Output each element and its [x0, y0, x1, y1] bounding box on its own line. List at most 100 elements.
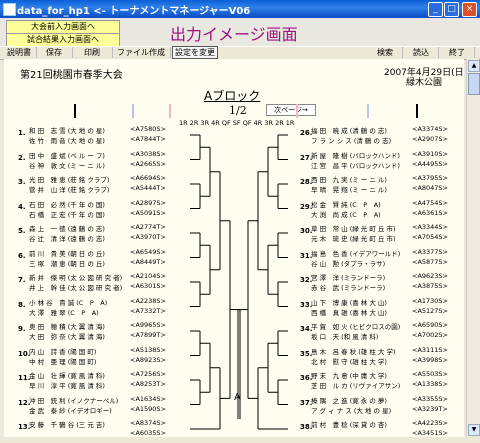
player-1-code: <A5503S>: [412, 370, 449, 378]
tournament-name: 第21回桃園市春季大会: [20, 70, 123, 81]
player-2: [29, 429, 129, 437]
app-icon: [3, 3, 16, 16]
bracket-entry: 31.福 島 色 香 (イデアワールド)<A3377S>谷 山 勲 (タプラ・ラ…: [300, 248, 460, 268]
player-1-code: <A3038S>: [130, 149, 167, 158]
entry-number: 3.: [18, 178, 26, 186]
player-2-code: <A6301S>: [130, 282, 167, 290]
entry-number: 33.: [300, 300, 313, 309]
pre-event-input-button[interactable]: 大会前入力画面へ: [6, 20, 120, 34]
bracket-entry: 36.野 末 九 意 (中 庸 大 学)<A5503S>芝 田 ル カ (リヴァ…: [300, 370, 460, 390]
create-file-button[interactable]: ファイル作成: [112, 47, 171, 58]
player-2: 江 宮 昌 平 (バロックハンド): [311, 161, 400, 169]
toolbar: 説明書 保存 印刷 ファイル作成 設定を変更 検索 読込 終了: [0, 46, 480, 60]
bracket-entry: 38.前 村 豊 稔 (深 貸 の 杏)<A4223S><A3451S>: [300, 419, 460, 437]
player-2-code: <A1590S>: [130, 404, 167, 413]
player-1-code: <A3795S>: [412, 174, 449, 182]
player-1: 石 田 必 然 (千 年 の 国): [29, 200, 105, 208]
minimize-button[interactable]: _: [428, 2, 443, 17]
player-2: 元 木 琉 史 (緑 光 町 丘 市): [311, 235, 396, 242]
player-1-code: <A2897S>: [130, 198, 167, 207]
vertical-scrollbar[interactable]: ▲ ▼: [466, 59, 480, 437]
player-2: 芝 田 ル カ (リヴァイアサン): [311, 382, 401, 389]
seed-marker: [169, 104, 171, 118]
player-2: 大 渕 尚 成 (C P A): [311, 210, 381, 218]
player-1-code: <A1634S>: [130, 394, 167, 403]
bracket-lines: [190, 134, 288, 430]
entry-number: 34.: [300, 325, 313, 333]
player-1: 平 賀 如 火 (ヒビクロスの園): [311, 323, 401, 330]
entry-number: 32.: [300, 276, 313, 284]
bracket-entry: 2.田 中 盛 斌 (ベ ル ー フ)<A3038S>谷 神 敦 文 (ミ ー …: [18, 150, 178, 170]
entry-number: 12.: [18, 398, 31, 407]
player-1: 金 山 壮 輝 (寛 風 清 科): [29, 372, 105, 379]
player-2: 北 村 慰 守 (雄 柱 大 学): [311, 357, 387, 365]
player-2: 西 橋 真 雄 (喜 林 大 山): [311, 308, 387, 316]
player-2-code: <A3239T>: [412, 404, 448, 413]
save-button[interactable]: 保存: [36, 47, 73, 58]
bracket-entry: 33.山 下 博 康 (喜 林 大 山)<A1730S>西 橋 真 雄 (喜 林…: [300, 297, 460, 317]
bracket-sheet: 第21回桃園市春季大会 2007年4月29日(日) 緑木公園 Aブロック 1/2…: [4, 59, 464, 437]
player-1-code: <A2238S>: [130, 296, 167, 305]
player-2-code: <A5127S>: [412, 306, 449, 315]
player-2: 早 川 淳 平 (寛 風 清 科): [29, 382, 105, 389]
scroll-down-arrow[interactable]: ▼: [468, 424, 480, 436]
entry-number: 5.: [18, 227, 26, 235]
entry-number: 38.: [300, 423, 313, 431]
player-2-code: <A8047S>: [412, 184, 449, 192]
player-2-code: <A3451S>: [412, 429, 449, 437]
player-1: 内 山 詩 香 (陽 国 町): [29, 347, 97, 355]
player-1-code: <A6549S>: [130, 247, 167, 256]
print-button[interactable]: 印刷: [72, 47, 113, 58]
bracket-entry: 27.新 屋 隆 樹 (バロックハンド)<A3910S>江 宮 昌 平 (バロッ…: [300, 150, 460, 170]
load-button[interactable]: 読込: [404, 47, 439, 58]
player-2: 谷 神 敦 文 (ミ ー ニ ル): [29, 161, 105, 169]
search-button[interactable]: 検索: [368, 47, 403, 58]
bracket-entry: 13.安 藤 千 鶴 谷 (三 元 吉)<A8374S><A6035S>: [18, 419, 178, 437]
player-2-code: <A1338S>: [412, 380, 449, 388]
bracket-entry: 30.草 田 常 山 (緑 光 町 丘 市)<A3344S>元 木 琉 史 (緑…: [300, 223, 460, 243]
close-button[interactable]: ×: [462, 2, 477, 17]
entry-number: 28.: [300, 178, 313, 186]
entry-number: 6.: [18, 251, 26, 260]
player-1: 福 島 色 香 (イデアワールド): [311, 249, 401, 257]
player-2: フ ラ ン シ ス (清 鶴 の 志): [311, 137, 392, 144]
player-2-code: <A7844T>: [130, 135, 166, 143]
entry-number: 8.: [18, 300, 26, 309]
player-2: 大 田 弥 奈 (大 翼 清 海): [29, 333, 105, 340]
player-1: 新 井 傑 明 (太 公 図 研 究 者): [29, 274, 123, 281]
player-1-code: <A2774T>: [130, 223, 166, 231]
player-2-code: <A3970T>: [130, 233, 166, 241]
seed-marker: [367, 104, 369, 118]
next-page-button[interactable]: 次ページ→: [266, 104, 316, 116]
player-2: [311, 429, 411, 437]
bracket-entry: 29.松 金 賢 純 (C P A)<A4754S>大 渕 尚 成 (C P A…: [300, 199, 460, 219]
player-1: 森 上 一 徳 (遠 鶴 の 志): [29, 225, 105, 232]
player-2-code: <A6361S>: [412, 208, 449, 217]
player-2-code: <A7054S>: [412, 233, 449, 241]
bracket-entry: 34.平 賀 如 火 (ヒビクロスの園)<A6590S>坂 口 天 (和 風 清…: [300, 321, 460, 341]
page-title: 出力イメージ画面: [170, 25, 298, 44]
scroll-up-arrow[interactable]: ▲: [468, 60, 480, 72]
player-2: 中 村 亜 理 (陽 国 町): [29, 357, 97, 365]
scroll-thumb[interactable]: [468, 73, 480, 95]
player-1: 沖 田 銃 利 (イノクナーペル): [29, 396, 119, 404]
seed-marker: [74, 104, 76, 118]
entry-number: 2.: [18, 153, 26, 162]
player-2-code: <A8253T>: [130, 380, 166, 388]
player-2: 赤 谷 武 (ミランドーラ): [311, 284, 386, 291]
entry-number: 29.: [300, 202, 313, 211]
bracket-entry: 5.森 上 一 徳 (遠 鶴 の 志)<A2774T>谷 辻 清 洋 (遠 鶴 …: [18, 223, 178, 243]
player-1-code: <A7580S>: [130, 125, 167, 133]
manual-button[interactable]: 説明書: [2, 47, 37, 58]
player-2: 金 武 泰 紗 (イデオロギー): [29, 406, 112, 414]
maximize-button[interactable]: □: [444, 2, 459, 17]
player-1-code: <A6694S>: [130, 174, 167, 182]
exit-button[interactable]: 終了: [440, 47, 475, 58]
change-settings-button[interactable]: 設定を変更: [172, 46, 218, 59]
bracket-entry: 32.宮 澤 洋 (ミランドーラ)<A9623S>赤 谷 武 (ミランドーラ)<…: [300, 272, 460, 292]
player-1-code: <A3374S>: [412, 125, 449, 133]
player-2-code: <A8449T>: [130, 257, 166, 266]
player-2: 石 橋 正 宏 (千 年 の 国): [29, 210, 105, 218]
bracket-entry: 9.奥 田 穂 積 (大 翼 清 海)<A9965S>大 田 弥 奈 (大 翼 …: [18, 321, 178, 341]
match-result-input-button[interactable]: 試合結果入力画面へ: [6, 33, 120, 47]
